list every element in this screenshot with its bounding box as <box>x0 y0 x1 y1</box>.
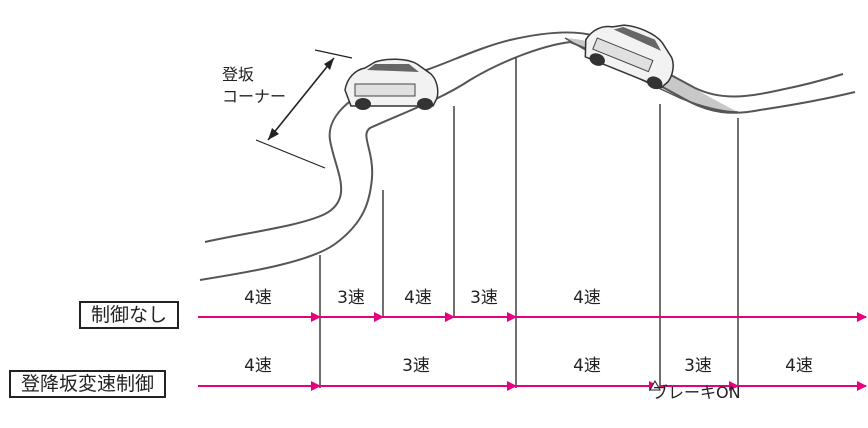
row-label-no-control: 制御なし <box>79 301 180 329</box>
corner-dimension-arrow <box>267 57 335 141</box>
brake-on-label: ブレーキON <box>652 383 741 402</box>
car-icon <box>344 58 439 110</box>
row-label-slope-shift-control: 登降坂変速制御 <box>9 370 167 398</box>
gear-label: 3速 <box>470 288 498 308</box>
gear-label: 4速 <box>573 356 601 376</box>
gear-label: 4速 <box>573 288 601 308</box>
car-icon <box>584 24 674 90</box>
gear-label: 4速 <box>404 288 432 308</box>
road-lower-edge <box>199 40 856 281</box>
gear-label: 3速 <box>402 356 430 376</box>
road-upper-edge <box>204 31 844 243</box>
gear-label: 4速 <box>244 356 272 376</box>
gear-label: 3速 <box>684 356 712 376</box>
gear-label: 3速 <box>337 288 365 308</box>
gear-label: 4速 <box>785 356 813 376</box>
gear-label: 4速 <box>244 288 272 308</box>
uphill-corner-label: 登坂 コーナー <box>222 65 287 106</box>
brake-marker-icon <box>649 379 661 391</box>
